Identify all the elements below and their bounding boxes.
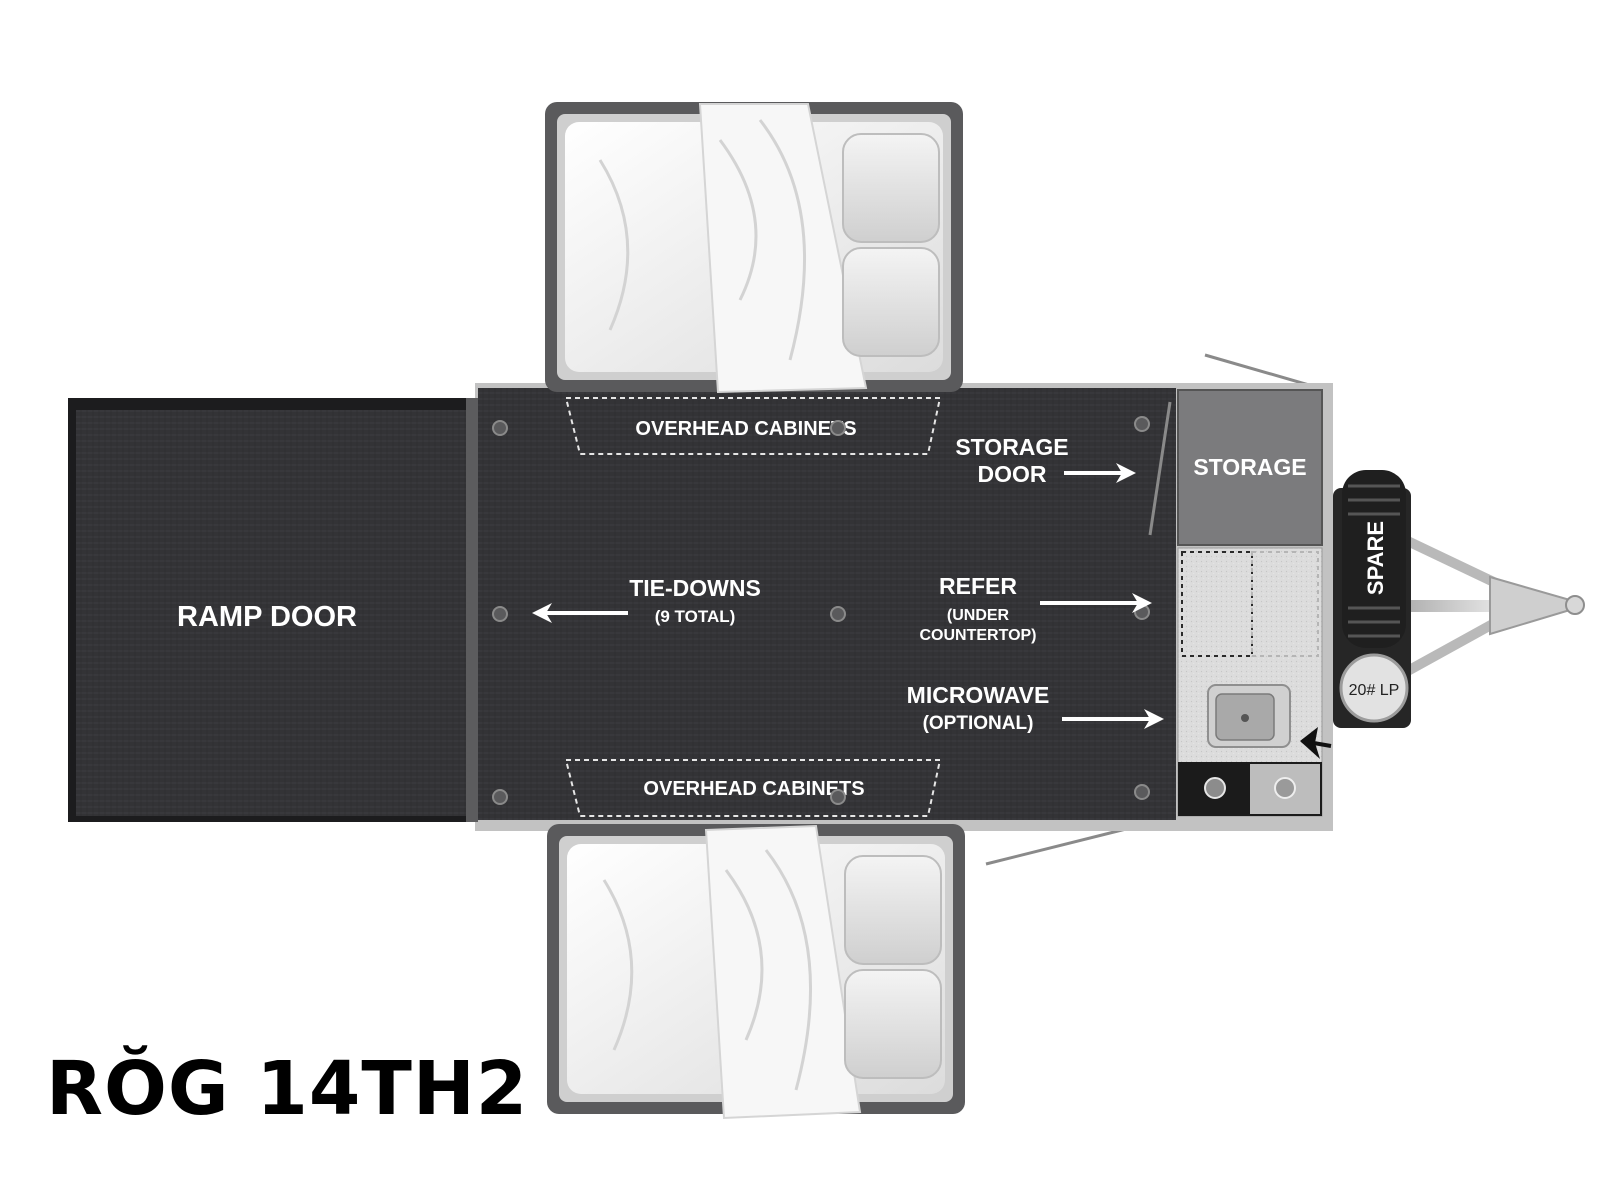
- microwave-sub-label: (OPTIONAL): [923, 713, 1034, 734]
- overhead-cabinets-top-label: OVERHEAD CABINETS: [635, 418, 856, 440]
- refer-label: REFER: [939, 573, 1017, 599]
- tie-downs-sub-label: (9 TOTAL): [655, 607, 736, 626]
- kitchen-counter: [1177, 547, 1323, 817]
- propane-tank-icon: [1339, 653, 1409, 723]
- tie-down: [1134, 416, 1150, 432]
- trailer-hitch-icon: [1390, 530, 1585, 683]
- top-bunk[interactable]: [545, 102, 963, 394]
- sink-icon: [1207, 684, 1291, 748]
- tie-downs-label: TIE-DOWNS: [629, 575, 761, 601]
- overhead-cabinets-bottom-label: OVERHEAD CABINETS: [643, 778, 864, 800]
- door-swing-line: [985, 824, 1139, 866]
- storage-door-label-2: DOOR: [978, 461, 1047, 487]
- storage-door-label: STORAGE: [955, 434, 1068, 460]
- tie-down: [830, 420, 846, 436]
- storage-compartment[interactable]: [1177, 389, 1323, 546]
- refer-sub-label-2: COUNTERTOP): [919, 627, 1036, 644]
- spare-label: SPARE: [1363, 521, 1388, 595]
- stove-burner-icon: [1204, 777, 1296, 799]
- lp-tank-label: 20# LP: [1349, 682, 1400, 699]
- ramp-door-label: RAMP DOOR: [177, 601, 357, 633]
- tire-icon: [1342, 470, 1406, 648]
- tie-down: [1134, 784, 1150, 800]
- storage-door-swing: [1148, 401, 1172, 536]
- tie-down: [492, 789, 508, 805]
- tie-down: [830, 606, 846, 622]
- tie-down: [830, 789, 846, 805]
- bottom-bunk[interactable]: [547, 824, 965, 1120]
- microwave-label: MICROWAVE: [907, 682, 1050, 708]
- tie-down: [492, 420, 508, 436]
- tie-down: [492, 606, 508, 622]
- ramp-door[interactable]: [68, 398, 478, 822]
- door-swing-line: [1204, 353, 1317, 389]
- tie-down: [1134, 604, 1150, 620]
- storage-label: STORAGE: [1193, 454, 1306, 480]
- refer-sub-label-1: (UNDER: [947, 607, 1010, 624]
- model-title: RŎG 14TH2: [46, 1046, 529, 1132]
